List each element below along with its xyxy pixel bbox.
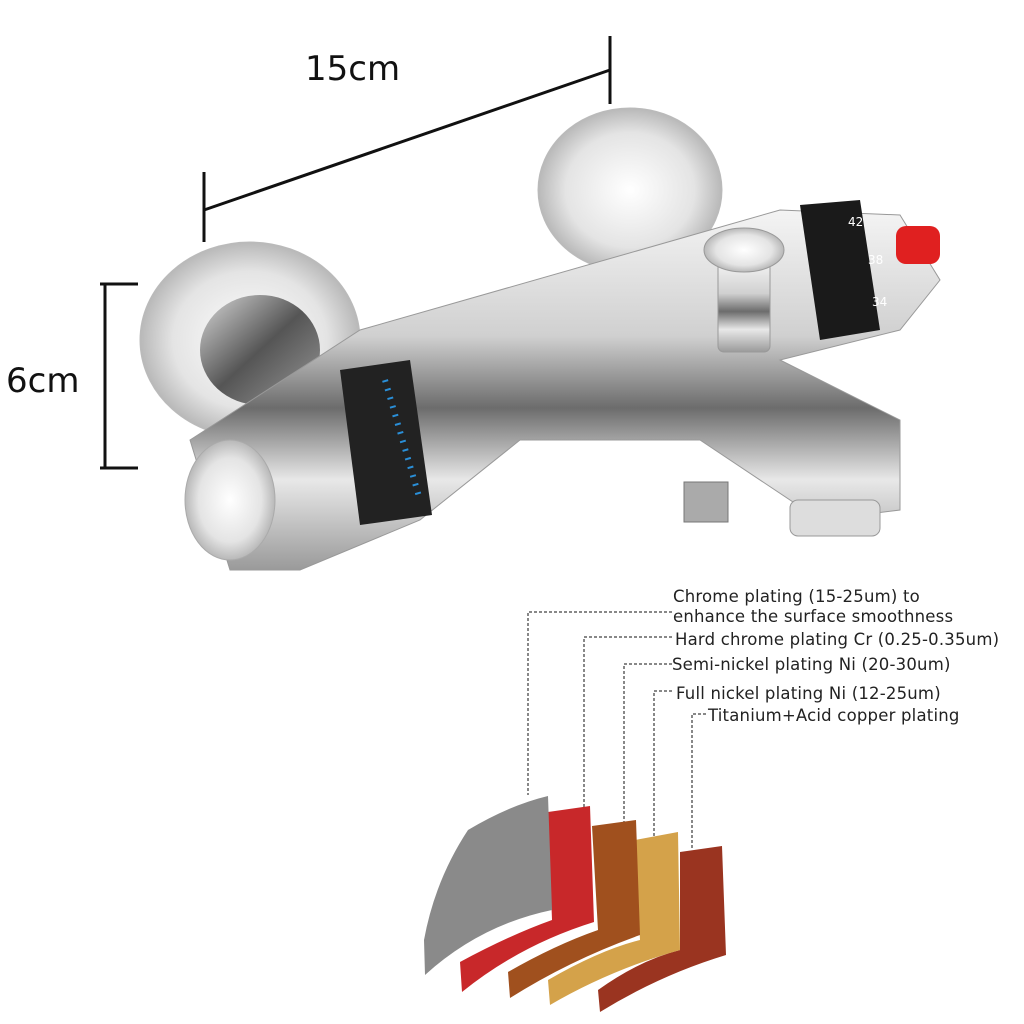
- faucet-photo: 42 38 34: [139, 107, 941, 571]
- safety-button: [896, 226, 940, 264]
- layer-full-nickel: [548, 832, 680, 1005]
- label-line: enhance the surface smoothness: [673, 607, 954, 626]
- layer-label-titanium-copper: Titanium+Acid copper plating: [708, 706, 960, 725]
- layer-semi-nickel: [508, 820, 640, 998]
- dial-number: 34: [872, 295, 887, 309]
- plating-layers: [424, 796, 726, 1012]
- dial-number: 42: [848, 215, 863, 229]
- layer-titanium-copper: [598, 846, 726, 1012]
- layer-hard-chrome: [460, 806, 594, 992]
- layer-label-chrome: Chrome plating (15-25um) to enhance the …: [673, 587, 953, 627]
- width-dimension: 15cm: [202, 36, 612, 242]
- leader-lines: [527, 611, 706, 848]
- dial-number: 38: [868, 253, 883, 267]
- layer-label-full-nickel: Full nickel plating Ni (12-25um): [676, 684, 941, 703]
- layer-chrome: [424, 796, 552, 975]
- layer-label-semi-nickel: Semi-nickel plating Ni (20-30um): [672, 655, 951, 674]
- label-line: Chrome plating (15-25um) to: [673, 587, 920, 606]
- layer-label-hard-chrome: Hard chrome plating Cr (0.25-0.35um): [675, 630, 1000, 649]
- height-dimension: 6cm: [6, 282, 138, 470]
- height-label: 6cm: [6, 361, 79, 401]
- width-label: 15cm: [305, 49, 400, 89]
